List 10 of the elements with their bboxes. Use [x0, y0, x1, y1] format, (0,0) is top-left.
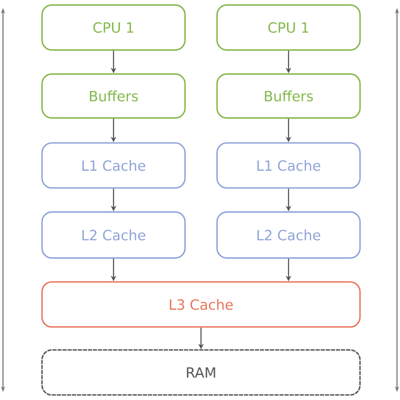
cache-box: L1 Cache — [216, 142, 361, 189]
memory-box: RAM — [41, 349, 361, 396]
cache-box: L1 Cache — [41, 142, 186, 189]
process-box: CPU 1 — [41, 4, 186, 51]
process-box: Buffers — [216, 73, 361, 119]
process-box: CPU 1 — [216, 4, 361, 51]
cache-box: L2 Cache — [216, 211, 361, 259]
cache-box: L2 Cache — [41, 211, 186, 259]
process-box: Buffers — [41, 73, 186, 119]
cache-box: L3 Cache — [41, 281, 361, 328]
